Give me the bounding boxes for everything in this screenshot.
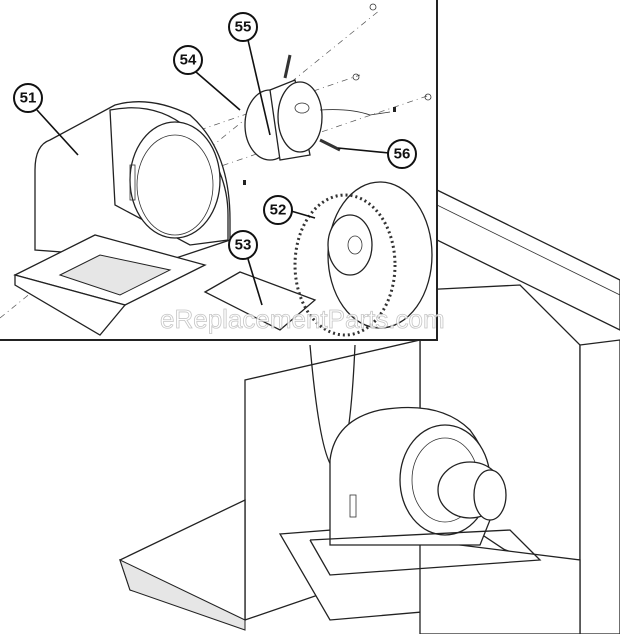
motor: [244, 54, 391, 161]
svg-text:51: 51: [20, 90, 37, 107]
callout-51: 51: [13, 83, 43, 113]
blower-housing: [13, 101, 231, 336]
screws: [243, 3, 432, 185]
callout-55: 55: [228, 12, 258, 42]
callout-56: 56: [387, 139, 417, 169]
svg-text:55: 55: [235, 19, 252, 36]
cabinet-assembly: [119, 188, 620, 634]
svg-text:56: 56: [394, 146, 411, 163]
svg-text:52: 52: [270, 202, 287, 219]
svg-text:53: 53: [235, 237, 252, 254]
svg-text:54: 54: [180, 52, 197, 69]
callout-54: 54: [173, 45, 203, 75]
blower-wheel: [293, 181, 433, 337]
callout-53: 53: [228, 230, 258, 260]
callout-52: 52: [263, 195, 293, 225]
installed-blower: [309, 406, 542, 576]
watermark: eReplacementParts.com: [160, 304, 445, 334]
